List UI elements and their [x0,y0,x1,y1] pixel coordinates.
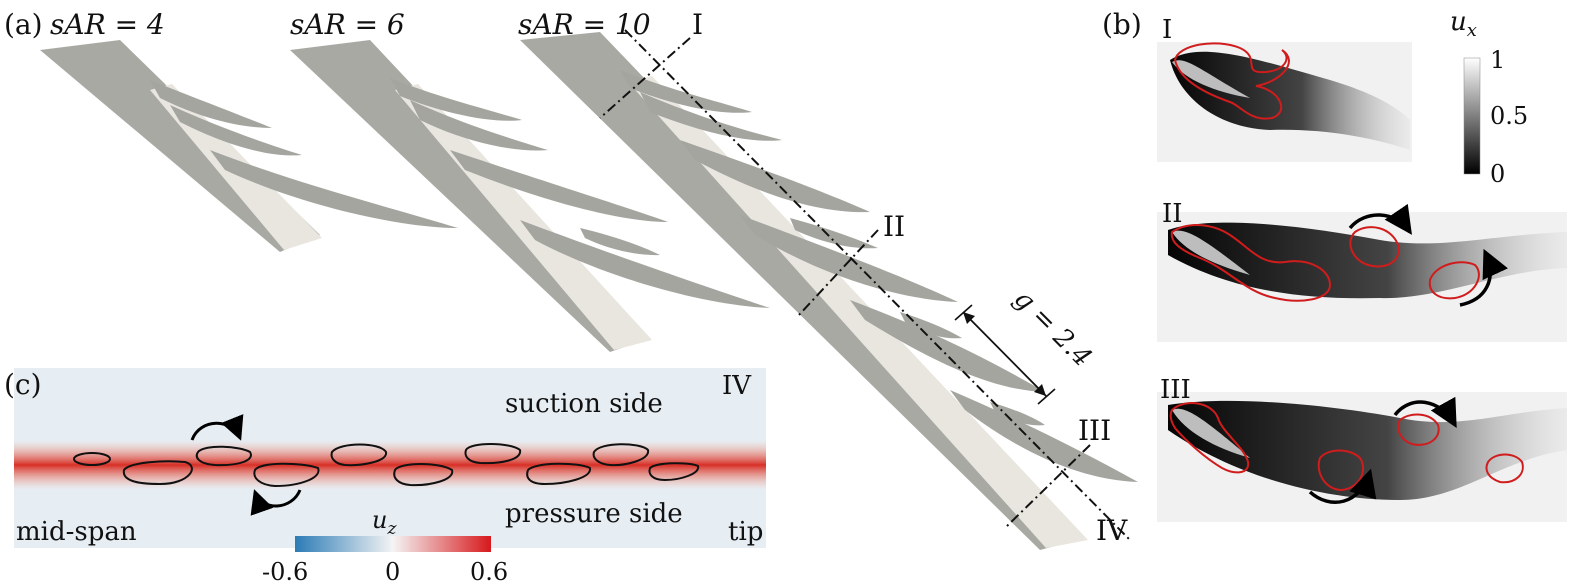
panel-b: (b) I II [1102,7,1567,522]
vortex-outline-ii-a [1170,224,1332,302]
slice-i: I [1157,15,1412,162]
slice-label-i: I [1162,15,1172,45]
colorbar-uz-title: uz [372,506,397,539]
section-lines [599,29,1131,541]
vortex-outline-iii-c [1397,413,1440,446]
section-label-iii: III [1078,414,1111,447]
section-label-i: I [692,8,703,41]
rotation-arrow-iii-a [1393,396,1457,429]
colorbar-uz: uz -0.6 0 0.6 [262,506,508,586]
colorbar-uz-gradient [295,536,491,552]
title-sar-6: sAR = 6 [290,8,405,41]
mid-span-label: mid-span [16,517,137,547]
panel-b-label: (b) [1102,8,1142,41]
vortex-outline-ii-b [1349,226,1400,268]
colorbar-ux: ux 1 0.5 0 [1450,7,1528,188]
section-line-i [599,37,691,119]
wing-sar-6 [290,40,770,352]
panel-c-label: (c) [4,368,42,401]
rotation-arrow-c-bottom [250,489,302,516]
title-sar-4: sAR = 4 [50,8,165,41]
vortex-outlines-c [73,443,700,488]
colorbar-ux-ticks: 1 0.5 0 [1490,46,1528,188]
colorbar-ux-title: ux [1450,7,1477,41]
section-label-iv: IV [1096,514,1128,547]
gap-arrow [962,311,1047,397]
vortex-outline-ii-c [1428,261,1480,300]
slice-iii: III [1157,375,1567,522]
vortex-outline-iii-a [1169,402,1250,474]
vortex-outline-iii-d [1485,453,1524,484]
colorbar-ux-tick-1: 1 [1490,46,1505,74]
colorbar-uz-tick-neg: -0.6 [262,558,308,586]
colorbar-ux-tick-0: 0 [1490,160,1505,188]
panel-c-corner-iv: IV [722,371,752,401]
panel-c: (c) IV suction side pressure side mid-sp… [4,368,766,586]
wing-sar-10 [520,32,1138,550]
panel-a: (a) sAR = 4 sAR = 6 sAR = 10 [4,8,1138,550]
rotation-arrow-ii-b [1459,248,1509,307]
panel-a-label: (a) [4,8,43,41]
colorbar-ux-gradient [1463,57,1481,175]
pressure-side-label: pressure side [505,499,683,529]
colorbar-ux-tick-0-5: 0.5 [1490,102,1528,130]
suction-side-label: suction side [505,389,663,419]
section-label-ii: II [883,210,905,243]
vortex-outline-i [1173,42,1290,120]
slice-label-iii: III [1160,375,1191,405]
tip-label: tip [728,517,763,547]
slice-label-ii: II [1162,199,1183,229]
colorbar-uz-tick-pos: 0.6 [470,558,508,586]
rotation-arrow-iii-b [1308,468,1377,504]
rotation-arrow-ii-a [1348,203,1412,235]
rotation-arrow-c-top [190,414,244,441]
gap-label: g = 2.4 [1008,284,1097,373]
wing-sar-4 [40,40,458,252]
colorbar-uz-tick-zero: 0 [385,558,400,586]
slice-ii: II [1157,199,1567,342]
